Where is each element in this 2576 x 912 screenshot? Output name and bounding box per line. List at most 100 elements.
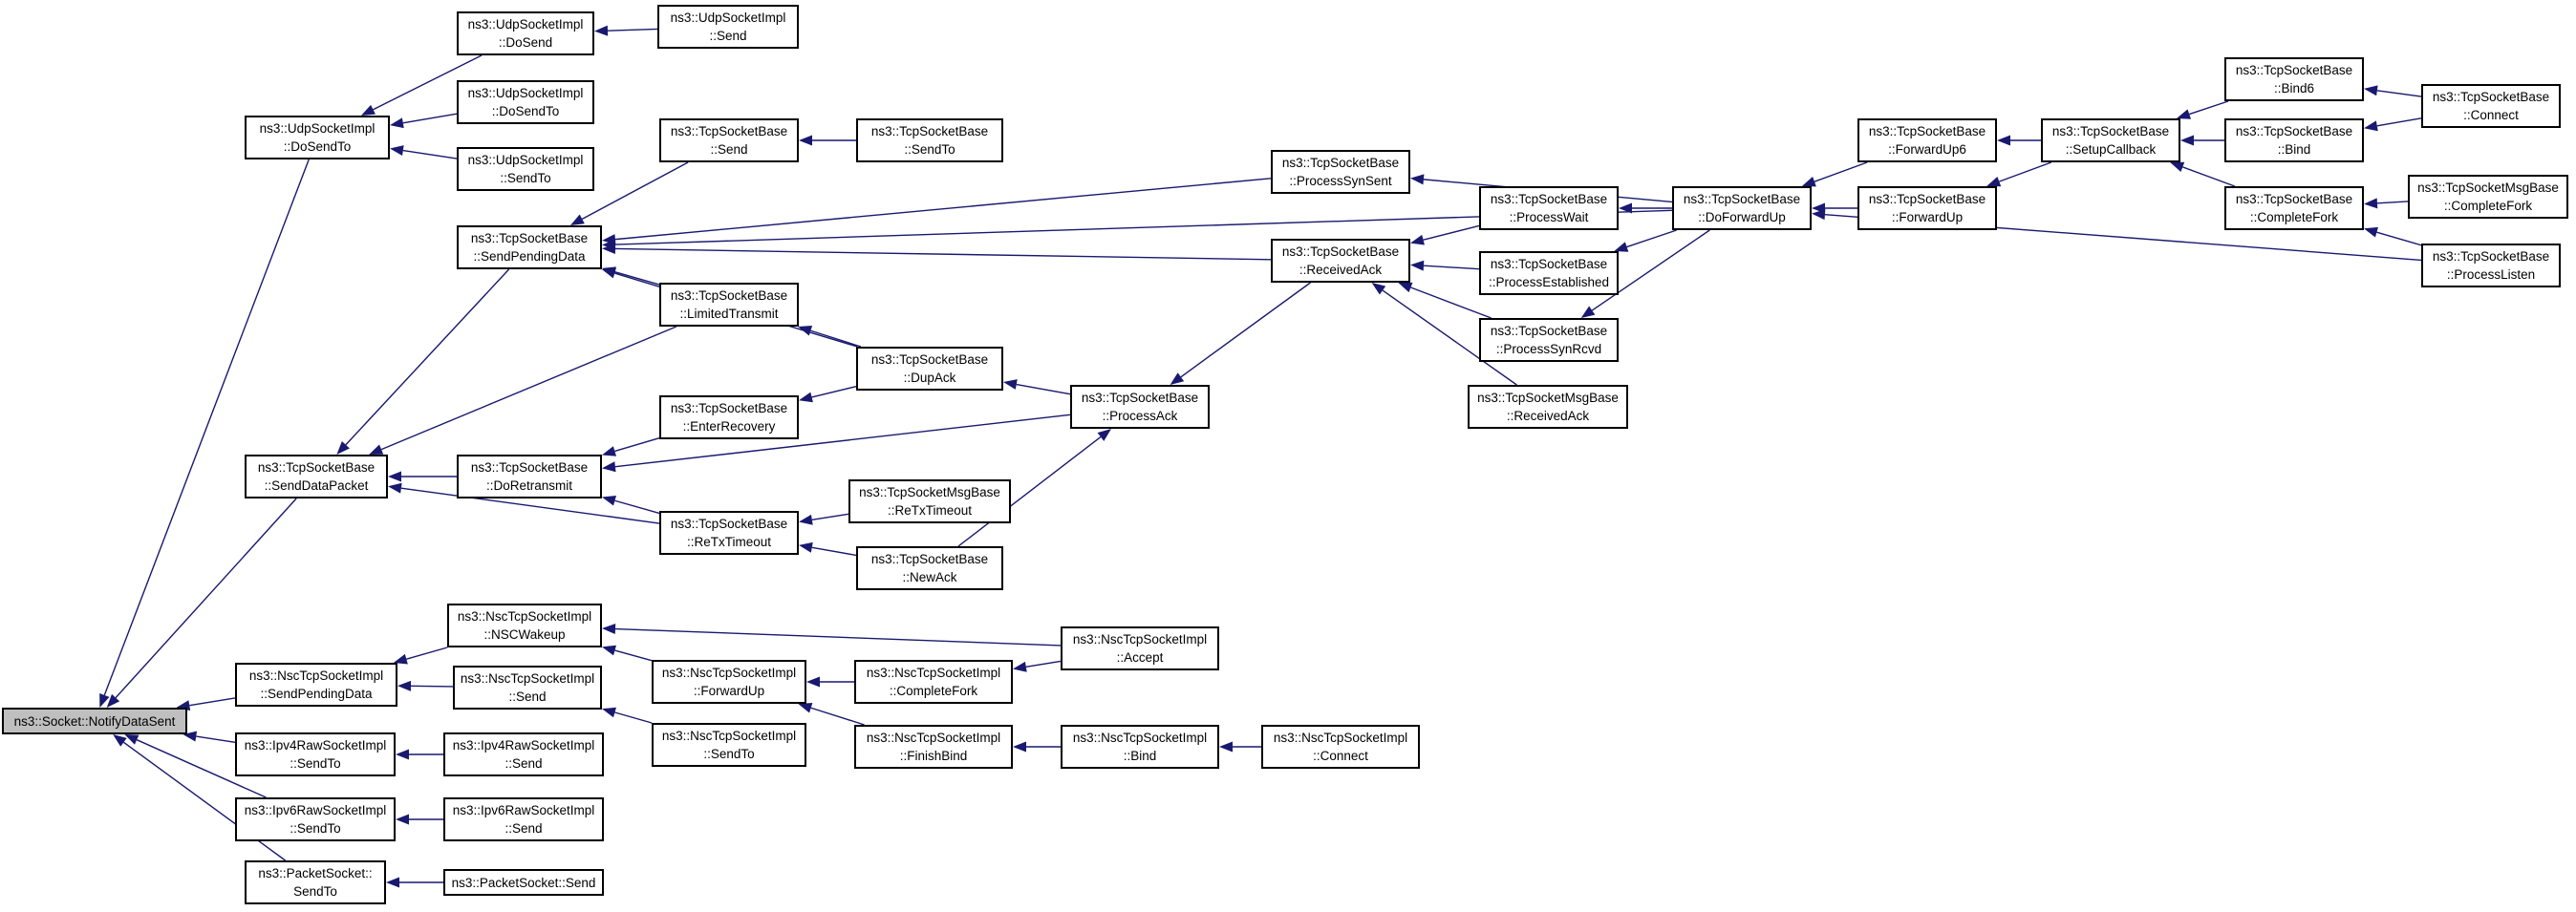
call-edge-tcp_synsent-to-tcp_sendpending bbox=[614, 178, 1272, 241]
node-ipv6rawsocketimpl-sendto[interactable]: ns3::Ipv6RawSocketImpl ::SendTo bbox=[235, 797, 396, 841]
call-edge-tcpmsg_receivedack-to-tcp_receivedack bbox=[1382, 289, 1517, 386]
node-socket-notifydatasent[interactable]: ns3::Socket::NotifyDataSent bbox=[2, 708, 187, 734]
node-ipv6rawsocketimpl-send[interactable]: ns3::Ipv6RawSocketImpl ::Send bbox=[443, 797, 604, 841]
node-method-label: ::NewAck bbox=[902, 570, 957, 584]
call-edge-arrowhead bbox=[1013, 661, 1027, 672]
node-nsctcpsocketimpl-forwardup[interactable]: ns3::NscTcpSocketImpl ::ForwardUp bbox=[652, 660, 806, 704]
node-method-label: ::SendTo bbox=[703, 747, 755, 761]
call-edge-arrowhead bbox=[602, 495, 616, 506]
call-edge-arrowhead bbox=[1097, 429, 1112, 441]
node-class-label: ns3::NscTcpSocketImpl bbox=[1273, 731, 1408, 745]
node-tcpsocketmsgbase-retxtimeout[interactable]: ns3::TcpSocketMsgBase ::ReTxTimeout bbox=[848, 479, 1011, 523]
node-tcpsocketbase-bind[interactable]: ns3::TcpSocketBase ::Bind bbox=[2224, 118, 2364, 162]
node-nsctcpsocketimpl-sendpendingdata[interactable]: ns3::NscTcpSocketImpl ::SendPendingData bbox=[235, 663, 397, 707]
node-ipv4rawsocketimpl-sendto[interactable]: ns3::Ipv4RawSocketImpl ::SendTo bbox=[235, 732, 396, 776]
node-class-label: ns3::TcpSocketBase bbox=[1490, 192, 1608, 206]
node-tcpsocketbase-processsynrcvd[interactable]: ns3::TcpSocketBase ::ProcessSynRcvd bbox=[1479, 318, 1619, 362]
call-edge-ipv6_sendto-to-notify bbox=[136, 739, 267, 798]
call-edge-tcp_newack-to-tcp_processack bbox=[957, 435, 1102, 547]
node-tcpsocketbase-enterrecovery[interactable]: ns3::TcpSocketBase ::EnterRecovery bbox=[659, 395, 799, 439]
node-class-label: ns3::TcpSocketBase bbox=[2235, 124, 2353, 138]
node-nsctcpsocketimpl-nscwakeup[interactable]: ns3::NscTcpSocketImpl ::NSCWakeup bbox=[447, 604, 602, 647]
node-tcpsocketbase-processsynsent[interactable]: ns3::TcpSocketBase ::ProcessSynSent bbox=[1271, 150, 1410, 194]
node-class-label: ns3::TcpSocketMsgBase bbox=[2417, 180, 2559, 195]
node-tcpsocketbase-senddatapacket[interactable]: ns3::TcpSocketBase ::SendDataPacket bbox=[245, 455, 388, 498]
node-tcpsocketbase-send[interactable]: ns3::TcpSocketBase ::Send bbox=[659, 118, 799, 162]
node-nsctcpsocketimpl-send[interactable]: ns3::NscTcpSocketImpl ::Send bbox=[453, 666, 602, 710]
node-method-label: ::Send bbox=[504, 821, 543, 836]
node-tcpsocketmsgbase-receivedack[interactable]: ns3::TcpSocketMsgBase ::ReceivedAck bbox=[1468, 385, 1628, 429]
node-class-label: ns3::TcpSocketBase bbox=[2051, 124, 2170, 138]
node-tcpsocketbase-retxtimeout[interactable]: ns3::TcpSocketBase ::ReTxTimeout bbox=[659, 511, 799, 555]
node-nsctcpsocketimpl-connect[interactable]: ns3::NscTcpSocketImpl ::Connect bbox=[1261, 725, 1420, 769]
node-tcpsocketbase-doforwardup[interactable]: ns3::TcpSocketBase ::DoForwardUp bbox=[1672, 186, 1812, 230]
node-tcpsocketbase-limitedtransmit[interactable]: ns3::TcpSocketBase ::LimitedTransmit bbox=[659, 283, 799, 327]
call-edge-tcp_senddata-to-notify bbox=[115, 498, 297, 699]
node-class-label: ns3::NscTcpSocketImpl bbox=[1072, 731, 1208, 745]
node-tcpsocketbase-processack[interactable]: ns3::TcpSocketBase ::ProcessAck bbox=[1070, 385, 1210, 429]
node-udpsocketimpl-dosendto[interactable]: ns3::UdpSocketImpl ::DoSendTo bbox=[245, 116, 390, 159]
call-edge-nsc_sendto-to-nsc_send bbox=[614, 711, 653, 724]
node-nsctcpsocketimpl-bind[interactable]: ns3::NscTcpSocketImpl ::Bind bbox=[1061, 725, 1219, 769]
call-edge-arrowhead bbox=[602, 624, 616, 635]
node-tcpsocketbase-forwardup[interactable]: ns3::TcpSocketBase ::ForwardUp bbox=[1857, 186, 1997, 230]
call-edge-tcp_processack-to-tcp_dupack bbox=[1016, 383, 1071, 395]
node-method-label: ::EnterRecovery bbox=[682, 419, 776, 434]
node-udpsocketimpl-send[interactable]: ns3::UdpSocketImpl ::Send bbox=[657, 5, 799, 49]
call-edge-arrowhead bbox=[369, 444, 384, 455]
node-udpsocketimpl-dosend[interactable]: ns3::UdpSocketImpl ::DoSend bbox=[457, 11, 594, 55]
node-method-label: ::FinishBind bbox=[899, 749, 968, 763]
call-edge-arrowhead bbox=[1410, 234, 1425, 245]
call-edge-arrowhead bbox=[1986, 176, 2002, 187]
node-tcpsocketmsgbase-completefork[interactable]: ns3::TcpSocketMsgBase ::CompleteFork bbox=[2408, 175, 2568, 219]
node-class-label: ns3::TcpSocketBase bbox=[870, 552, 989, 566]
node-tcpsocketbase-dupack[interactable]: ns3::TcpSocketBase ::DupAck bbox=[856, 347, 1003, 391]
call-edge-tcp_processwait-to-tcp_receivedack bbox=[1423, 224, 1480, 241]
node-method-label: SendTo bbox=[293, 884, 337, 899]
node-packetsocket-sendto[interactable]: ns3::PacketSocket:: SendTo bbox=[245, 860, 386, 904]
node-nsctcpsocketimpl-sendto[interactable]: ns3::NscTcpSocketImpl ::SendTo bbox=[652, 723, 806, 767]
call-edge-arrowhead bbox=[602, 707, 616, 718]
call-edge-nsc_finishbind-to-nsc_forwardup bbox=[810, 707, 865, 726]
node-tcpsocketbase-sendpendingdata[interactable]: ns3::TcpSocketBase ::SendPendingData bbox=[457, 225, 602, 269]
node-method-label: ::Bind6 bbox=[2273, 81, 2315, 95]
call-edge-nsc_wakeup-to-nsc_sendpending bbox=[406, 647, 448, 660]
node-tcpsocketbase-doretransmit[interactable]: ns3::TcpSocketBase ::DoRetransmit bbox=[457, 455, 602, 498]
node-class-label: ns3::NscTcpSocketImpl bbox=[457, 609, 592, 624]
node-tcpsocketbase-forwardup6[interactable]: ns3::TcpSocketBase ::ForwardUp6 bbox=[1857, 118, 1997, 162]
call-edge-tcp_enterrec-to-tcp_doretransmit bbox=[614, 436, 660, 453]
node-tcpsocketbase-processestablished[interactable]: ns3::TcpSocketBase ::ProcessEstablished bbox=[1479, 251, 1619, 295]
node-method-label: ::Bind bbox=[2277, 142, 2311, 157]
call-edge-arrowhead bbox=[798, 326, 813, 336]
node-udpsocketimpl-sendto[interactable]: ns3::UdpSocketImpl ::SendTo bbox=[457, 147, 594, 191]
node-tcpsocketbase-bind6[interactable]: ns3::TcpSocketBase ::Bind6 bbox=[2224, 57, 2364, 101]
call-edge-tcp_connect-to-tcp_bind6 bbox=[2376, 90, 2422, 97]
node-nsctcpsocketimpl-finishbind[interactable]: ns3::NscTcpSocketImpl ::FinishBind bbox=[854, 725, 1013, 769]
call-edge-arrowhead bbox=[1003, 379, 1018, 390]
node-nsctcpsocketimpl-accept[interactable]: ns3::NscTcpSocketImpl ::Accept bbox=[1061, 626, 1219, 670]
node-tcpsocketbase-connect[interactable]: ns3::TcpSocketBase ::Connect bbox=[2421, 84, 2561, 128]
call-edge-tcp_processlisten-to-tcp_completefork bbox=[2376, 231, 2422, 246]
node-class-label: ns3::NscTcpSocketImpl bbox=[661, 666, 797, 680]
node-tcpsocketbase-setupcallback[interactable]: ns3::TcpSocketBase ::SetupCallback bbox=[2041, 118, 2180, 162]
node-method-label: ::CompleteFork bbox=[889, 684, 978, 698]
call-edge-tcp_bind6-to-tcp_setupcallback bbox=[2189, 100, 2229, 116]
node-tcpsocketbase-sendto[interactable]: ns3::TcpSocketBase ::SendTo bbox=[856, 118, 1003, 162]
node-method-label: ::NSCWakeup bbox=[483, 627, 566, 642]
node-tcpsocketbase-completefork[interactable]: ns3::TcpSocketBase ::CompleteFork bbox=[2224, 186, 2364, 230]
node-udpsocketimpl-dosendto-caller[interactable]: ns3::UdpSocketImpl ::DoSendTo bbox=[457, 80, 594, 124]
node-tcpsocketbase-processwait[interactable]: ns3::TcpSocketBase ::ProcessWait bbox=[1479, 186, 1619, 230]
node-ipv4rawsocketimpl-send[interactable]: ns3::Ipv4RawSocketImpl ::Send bbox=[443, 732, 604, 776]
call-edge-udp_dosendto2-to-udp_dosendto bbox=[402, 113, 458, 124]
call-edge-arrowhead bbox=[1997, 135, 2010, 146]
node-tcpsocketbase-receivedack[interactable]: ns3::TcpSocketBase ::ReceivedAck bbox=[1271, 239, 1410, 283]
call-edge-arrowhead bbox=[1170, 372, 1185, 385]
node-class-label: ns3::UdpSocketImpl bbox=[670, 11, 786, 25]
node-packetsocket-send[interactable]: ns3::PacketSocket::Send bbox=[443, 869, 604, 896]
node-tcpsocketbase-newack[interactable]: ns3::TcpSocketBase ::NewAck bbox=[856, 546, 1003, 590]
call-edge-arrowhead bbox=[799, 135, 812, 146]
call-edge-arrowhead bbox=[602, 645, 616, 656]
node-class-label: ns3::NscTcpSocketImpl bbox=[460, 671, 595, 686]
node-nsctcpsocketimpl-completefork[interactable]: ns3::NscTcpSocketImpl ::CompleteFork bbox=[854, 660, 1013, 704]
node-tcpsocketbase-processlisten[interactable]: ns3::TcpSocketBase ::ProcessListen bbox=[2421, 244, 2561, 287]
